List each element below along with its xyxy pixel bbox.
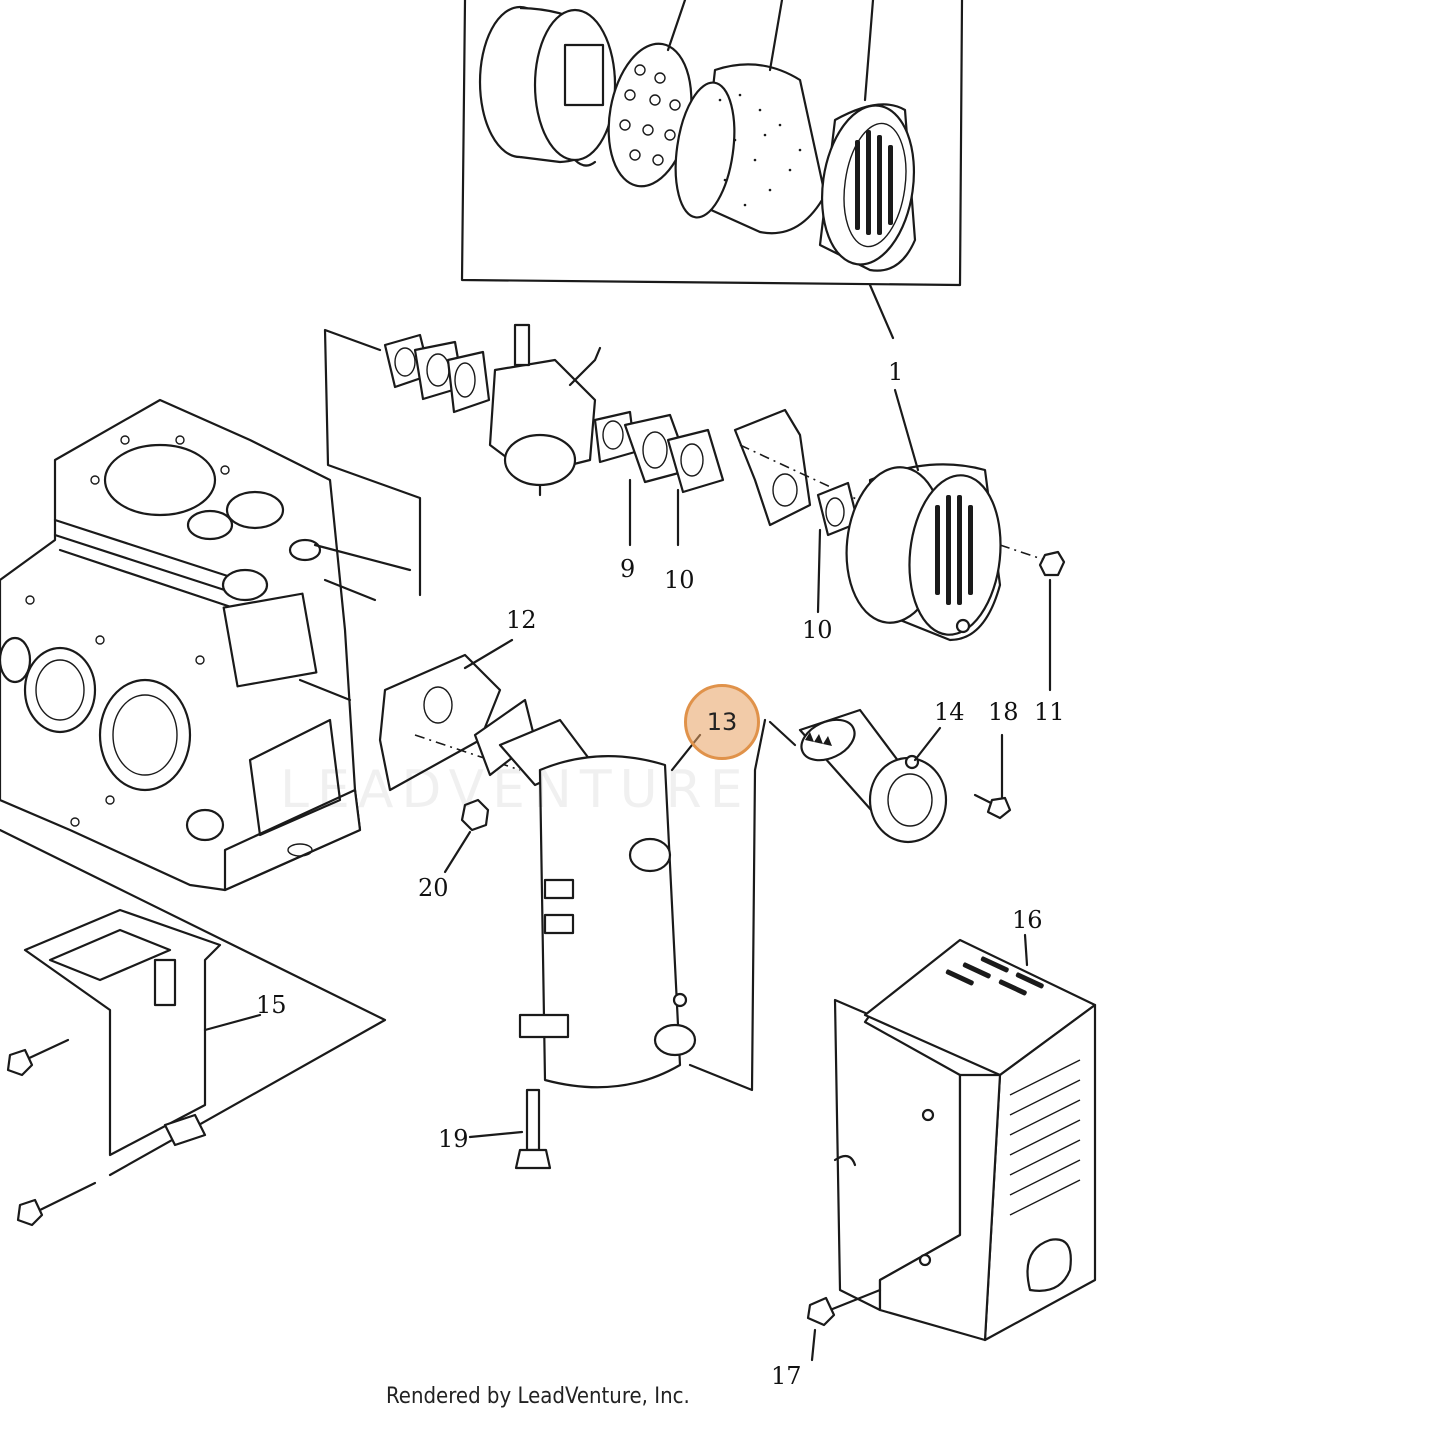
label-part-11[interactable]: 11	[1034, 698, 1065, 726]
muffler-guard-part-16	[833, 933, 1097, 1342]
watermark-text: LEADVENTURE	[280, 760, 751, 820]
nut-part-11	[1038, 550, 1066, 692]
foam-element	[674, 0, 827, 235]
label-part-13-highlighted[interactable]: 13	[684, 684, 760, 760]
heat-shield-part-15	[0, 828, 387, 1227]
label-part-1[interactable]: 1	[888, 358, 904, 386]
spark-arrester-part-14	[798, 708, 948, 844]
bolt-part-17	[806, 1288, 882, 1362]
air-cleaner-inset	[460, 0, 964, 340]
muffler-part-13[interactable]	[473, 698, 797, 1092]
footer-credit: Rendered by LeadVenture, Inc.	[386, 1384, 690, 1409]
label-part-9[interactable]: 9	[620, 555, 636, 583]
label-part-10-upper[interactable]: 10	[664, 566, 695, 594]
label-part-16[interactable]: 16	[1012, 906, 1043, 934]
bolt-part-18	[973, 733, 1012, 820]
label-part-10-lower[interactable]: 10	[802, 616, 833, 644]
nut-part-20	[443, 798, 490, 874]
air-cleaner-cup	[478, 5, 617, 167]
bolt-part-19	[468, 1088, 552, 1170]
gasket-part-10-upper	[666, 428, 725, 547]
label-part-14[interactable]: 14	[934, 698, 965, 726]
carburetor-assembly	[383, 323, 637, 497]
air-cleaner-part-1	[845, 388, 1046, 642]
engine-block	[0, 398, 412, 892]
label-part-12[interactable]: 12	[506, 606, 537, 634]
carburetor-bracket	[323, 328, 422, 597]
air-cleaner-cover	[818, 0, 917, 272]
label-part-18[interactable]: 18	[988, 698, 1019, 726]
label-part-15[interactable]: 15	[256, 991, 287, 1019]
label-part-20[interactable]: 20	[418, 874, 449, 902]
label-part-19[interactable]: 19	[438, 1125, 469, 1153]
air-cleaner-bracket	[733, 408, 881, 527]
label-part-17[interactable]: 17	[771, 1362, 802, 1390]
